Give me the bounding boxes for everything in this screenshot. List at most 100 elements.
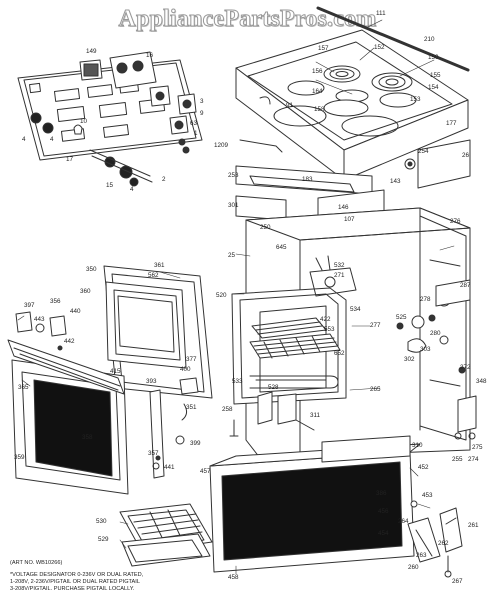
callout-265: 265 xyxy=(370,386,381,393)
callout-210: 210 xyxy=(424,36,435,43)
callout-645: 645 xyxy=(276,244,287,251)
watermark-logo: AppliancePartsPros.com xyxy=(118,6,377,33)
callout-534: 534 xyxy=(350,306,361,313)
callout-441: 441 xyxy=(164,464,175,471)
callout-303: 303 xyxy=(420,346,431,353)
callout-258: 258 xyxy=(222,406,233,413)
control-panel xyxy=(18,60,202,160)
callout-274: 274 xyxy=(468,456,479,463)
callout-10: 10 xyxy=(80,118,88,125)
door-handle xyxy=(8,340,124,394)
callout-310: 310 xyxy=(412,442,423,449)
rear-vent-trim xyxy=(318,8,468,70)
callout-350: 350 xyxy=(86,266,97,273)
callout-356: 356 xyxy=(50,298,61,305)
callout-525: 525 xyxy=(396,314,407,321)
control-knobs xyxy=(31,113,138,186)
callout-leaders xyxy=(18,20,454,574)
callout-272: 272 xyxy=(460,364,471,371)
callout-532: 532 xyxy=(334,262,345,269)
callout-397: 397 xyxy=(24,302,35,309)
callout-261: 261 xyxy=(468,522,479,529)
callout-351: 351 xyxy=(186,404,197,411)
infinite-switches xyxy=(80,52,196,153)
callout-348: 348 xyxy=(476,378,487,385)
callout-271: 271 xyxy=(334,272,345,279)
callout-357: 357 xyxy=(148,450,159,457)
callout-520: 520 xyxy=(216,292,227,299)
callout-1209: 1209 xyxy=(214,142,229,149)
callout-280: 280 xyxy=(430,330,441,337)
broiler-pan xyxy=(120,504,212,566)
callout-150: 150 xyxy=(428,54,439,61)
callout-530: 530 xyxy=(96,518,107,525)
art-number: (ART NO. WB10266) xyxy=(10,560,63,566)
callout-276: 276 xyxy=(450,218,461,225)
cooktop-support xyxy=(260,97,270,104)
callout-528: 528 xyxy=(268,384,279,391)
oven-racks xyxy=(250,318,340,358)
callout-365: 365 xyxy=(18,384,29,391)
callout-652: 652 xyxy=(334,350,345,357)
callout-26: 26 xyxy=(462,152,470,159)
storage-drawer xyxy=(210,436,420,572)
voltage-note-line-3: 3-208V/PIGTAIL. PURCHASE PIGTAIL LOCALLY… xyxy=(10,586,135,592)
callout-453: 453 xyxy=(422,492,433,499)
callout-16: 16 xyxy=(146,52,154,59)
callout-440: 440 xyxy=(70,308,81,315)
callout-393: 393 xyxy=(146,378,157,385)
callout-358: 358 xyxy=(82,434,93,441)
callout-287: 287 xyxy=(460,282,471,289)
callout-4a: 4 xyxy=(22,136,26,143)
callout-458: 458 xyxy=(228,574,239,581)
callout-107: 107 xyxy=(344,216,355,223)
oven-side-parts xyxy=(397,280,476,439)
callout-442: 442 xyxy=(64,338,75,345)
callout-158: 158 xyxy=(314,106,325,113)
callout-377: 377 xyxy=(186,356,197,363)
drawer-glides xyxy=(408,501,462,577)
callout-153: 153 xyxy=(410,96,421,103)
callout-277: 277 xyxy=(370,322,381,329)
callout-443: 443 xyxy=(34,316,45,323)
callout-301: 301 xyxy=(228,202,239,209)
callout-262: 262 xyxy=(438,540,449,547)
callout-4c: 4 xyxy=(130,186,134,193)
callout-529: 529 xyxy=(98,536,109,543)
callout-155: 155 xyxy=(430,72,441,79)
callout-264: 264 xyxy=(398,518,409,525)
callout-63: 63 xyxy=(190,120,198,127)
callout-157: 157 xyxy=(318,45,329,52)
callout-17: 17 xyxy=(66,156,74,163)
callout-253: 253 xyxy=(228,172,239,179)
door-hinges xyxy=(150,378,198,478)
callout-9: 9 xyxy=(200,110,204,117)
callout-302: 302 xyxy=(404,356,415,363)
callout-267: 267 xyxy=(452,578,463,585)
callout-260: 260 xyxy=(408,564,419,571)
callout-399: 399 xyxy=(190,440,201,447)
callout-177: 177 xyxy=(446,120,457,127)
callout-2: 2 xyxy=(162,176,166,183)
broil-element-bracket xyxy=(310,256,356,296)
callout-452: 452 xyxy=(418,464,429,471)
callout-156: 156 xyxy=(312,68,323,75)
voltage-note-line-1: *VOLTAGE DESIGNATOR 0-236V OR DUAL RATED… xyxy=(10,572,144,578)
callout-254: 254 xyxy=(418,148,429,155)
callout-278: 278 xyxy=(420,296,431,303)
callout-422: 422 xyxy=(320,316,331,323)
callout-146: 146 xyxy=(338,204,349,211)
callout-250: 250 xyxy=(260,224,271,231)
callout-149: 149 xyxy=(86,48,97,55)
callout-15: 15 xyxy=(106,182,114,189)
callout-143: 143 xyxy=(390,178,401,185)
callout-456: 456 xyxy=(378,508,389,515)
callout-457: 457 xyxy=(200,468,211,475)
door-outer-panel xyxy=(12,360,128,494)
callout-154: 154 xyxy=(428,84,439,91)
callout-91: 91 xyxy=(286,102,294,109)
callout-263: 263 xyxy=(416,552,427,559)
callout-25: 25 xyxy=(228,252,236,259)
